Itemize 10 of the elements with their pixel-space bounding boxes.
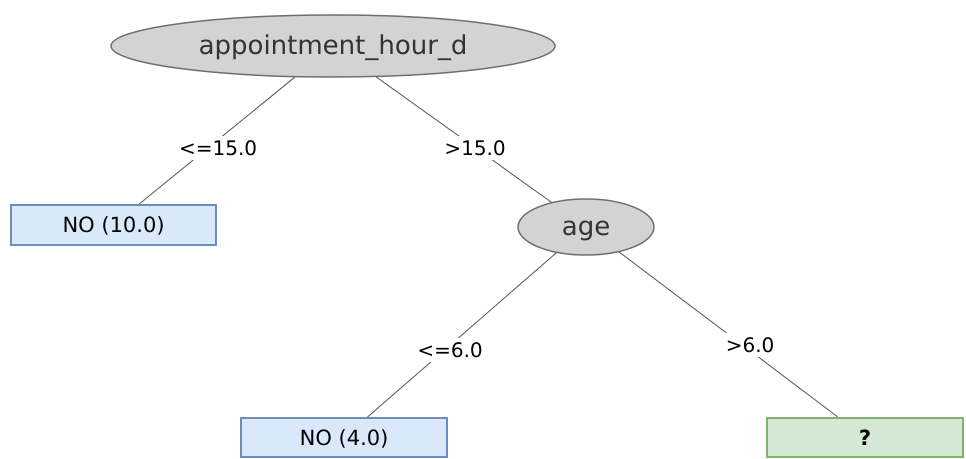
decision-ellipse xyxy=(517,198,655,256)
leaf-box xyxy=(240,417,448,458)
node-label: ? xyxy=(858,426,872,450)
decision-ellipse xyxy=(110,14,556,78)
leaf-box xyxy=(766,417,964,458)
node-label: age xyxy=(562,212,610,242)
leaf-box xyxy=(10,204,217,246)
node-label: NO (10.0) xyxy=(62,213,165,237)
node-label: NO (4.0) xyxy=(300,426,388,450)
node-label: appointment_hour_d xyxy=(198,31,468,61)
